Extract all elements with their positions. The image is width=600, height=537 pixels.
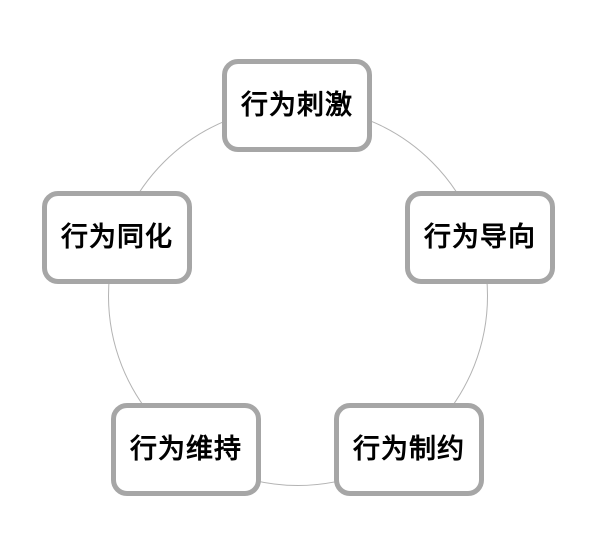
node-behavior-constraint: 行为制约	[334, 403, 484, 496]
node-behavior-maintenance: 行为维持	[111, 403, 261, 496]
node-behavior-stimulation: 行为刺激	[222, 59, 372, 152]
node-behavior-constraint-label: 行为制约	[353, 434, 465, 465]
node-behavior-orientation-label: 行为导向	[424, 222, 536, 253]
node-behavior-assimilation: 行为同化	[42, 191, 192, 284]
node-behavior-maintenance-label: 行为维持	[130, 434, 242, 465]
node-behavior-orientation: 行为导向	[405, 191, 555, 284]
node-behavior-stimulation-label: 行为刺激	[241, 90, 353, 121]
node-behavior-assimilation-label: 行为同化	[61, 222, 173, 253]
